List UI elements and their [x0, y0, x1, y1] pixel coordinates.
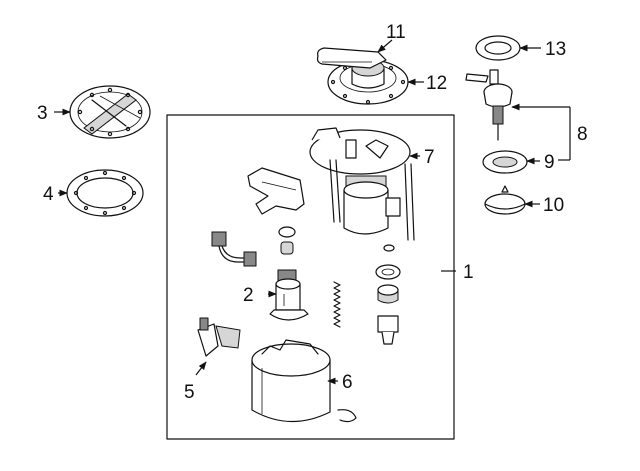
part-13-ring [475, 35, 521, 61]
callout-6: 6 [342, 372, 353, 393]
part-11-lock-cap [316, 47, 387, 89]
part-7-module-top [309, 127, 415, 241]
part-4-gasket [66, 169, 144, 217]
callout-13: 13 [545, 39, 566, 60]
part-10-float-cap [484, 185, 526, 215]
callout-3: 3 [37, 103, 48, 124]
callout-10: 10 [543, 195, 564, 216]
callout-9: 9 [544, 152, 555, 173]
bracket [247, 167, 305, 215]
callout-2: 2 [243, 285, 254, 306]
callout-11: 11 [386, 22, 406, 43]
small-seals [278, 226, 401, 345]
part-6-reservoir [251, 339, 331, 423]
callout-4: 4 [43, 184, 54, 205]
assembly-box [166, 114, 455, 440]
part-8-sender [465, 69, 513, 141]
part-2-fuel-pump [269, 269, 309, 321]
clip [337, 409, 357, 423]
part-5-sensor [197, 317, 241, 357]
callout-5: 5 [184, 382, 195, 403]
callout-1: 1 [463, 262, 474, 283]
spring [333, 281, 341, 328]
wiring-harness [211, 231, 257, 267]
callout-8: 8 [577, 124, 588, 145]
leader-lines [54, 39, 571, 385]
callout-7: 7 [424, 147, 435, 168]
callout-12: 12 [426, 73, 447, 94]
part-9-ring [482, 150, 528, 174]
part-3-seal-plate [69, 85, 151, 139]
